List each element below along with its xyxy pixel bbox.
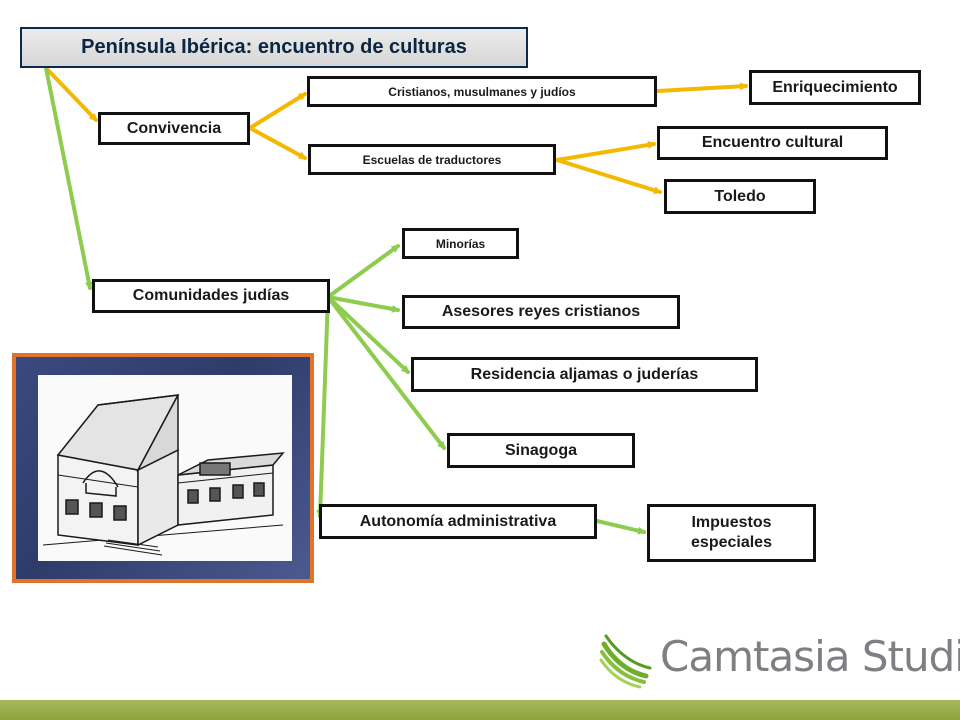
node-enriquecimiento: Enriquecimiento bbox=[749, 70, 921, 105]
node-autonomia-administrativa: Autonomía administrativa bbox=[319, 504, 597, 539]
arrow-title-comunidades bbox=[44, 66, 93, 290]
node-comunidades-judias: Comunidades judías bbox=[92, 279, 330, 313]
node-toledo: Toledo bbox=[664, 179, 816, 214]
node-sinagoga: Sinagoga bbox=[447, 433, 635, 468]
impuestos-line-1: Impuestos bbox=[691, 514, 772, 531]
arrow-autonomia-impuestos bbox=[595, 519, 646, 535]
node-convivencia: Convivencia bbox=[98, 112, 250, 145]
node-encuentro-cultural: Encuentro cultural bbox=[657, 126, 888, 160]
node-residencia-aljamas: Residencia aljamas o juderías bbox=[411, 357, 758, 392]
node-impuestos-especiales: Impuestos especiales bbox=[647, 504, 816, 562]
node-escuelas-traductores: Escuelas de traductores bbox=[308, 144, 556, 175]
arrow-convivencia-cristianos bbox=[248, 92, 307, 130]
arrow-title-convivencia bbox=[44, 66, 98, 122]
footer-bar bbox=[0, 700, 960, 720]
arrow-comunidades-autonomia bbox=[316, 295, 330, 518]
impuestos-line-2: especiales bbox=[691, 534, 772, 551]
arrow-comunidades-sinagoga bbox=[326, 295, 446, 450]
node-asesores-reyes: Asesores reyes cristianos bbox=[402, 295, 680, 329]
node-cristianos-musulmanes-judios: Cristianos, musulmanes y judíos bbox=[307, 76, 657, 107]
arrow-comunidades-asesores bbox=[326, 295, 400, 313]
diagram-title: Península Ibérica: encuentro de culturas bbox=[20, 27, 528, 68]
camtasia-swoosh-icon bbox=[599, 634, 652, 689]
arrow-escuelas-toledo bbox=[555, 158, 662, 195]
arrow-escuelas-encuentro bbox=[555, 141, 656, 162]
arrow-comunidades-residencia bbox=[326, 295, 410, 374]
camtasia-studio-logo: Camtasia Studio® bbox=[598, 630, 960, 692]
synagogue-drawing bbox=[38, 375, 292, 561]
arrow-comunidades-minorias bbox=[326, 244, 400, 299]
synagogue-illustration-frame bbox=[12, 353, 314, 583]
camtasia-logo-text: Camtasia Studio® bbox=[660, 632, 960, 681]
node-minorias: Minorías bbox=[402, 228, 519, 259]
arrow-convivencia-escuelas bbox=[248, 126, 307, 160]
arrow-cristianos-enriquecimiento bbox=[656, 82, 748, 93]
logo-wordmark: Camtasia Studio bbox=[660, 632, 960, 681]
